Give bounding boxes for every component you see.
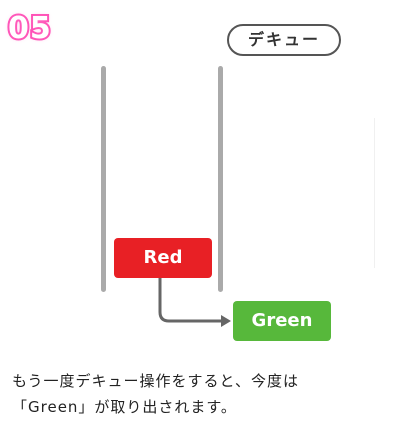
queue-item-red: Red: [114, 238, 212, 278]
queue-wall-left: [101, 66, 106, 292]
dequeued-item-green: Green: [233, 301, 331, 341]
faint-guide-line: [374, 118, 375, 268]
dequeue-arrow-line: [158, 278, 224, 323]
dequeue-arrow-head: [221, 315, 231, 327]
description-line-2: 「Green」が取り出されます。: [12, 398, 237, 416]
operation-badge: デキュー: [227, 24, 341, 56]
queue-wall-right: [218, 66, 223, 292]
step-number: 05: [6, 9, 53, 48]
description-line-1: もう一度デキュー操作をすると、今度は: [12, 372, 299, 390]
description: もう一度デキュー操作をすると、今度は 「Green」が取り出されます。: [12, 368, 396, 420]
